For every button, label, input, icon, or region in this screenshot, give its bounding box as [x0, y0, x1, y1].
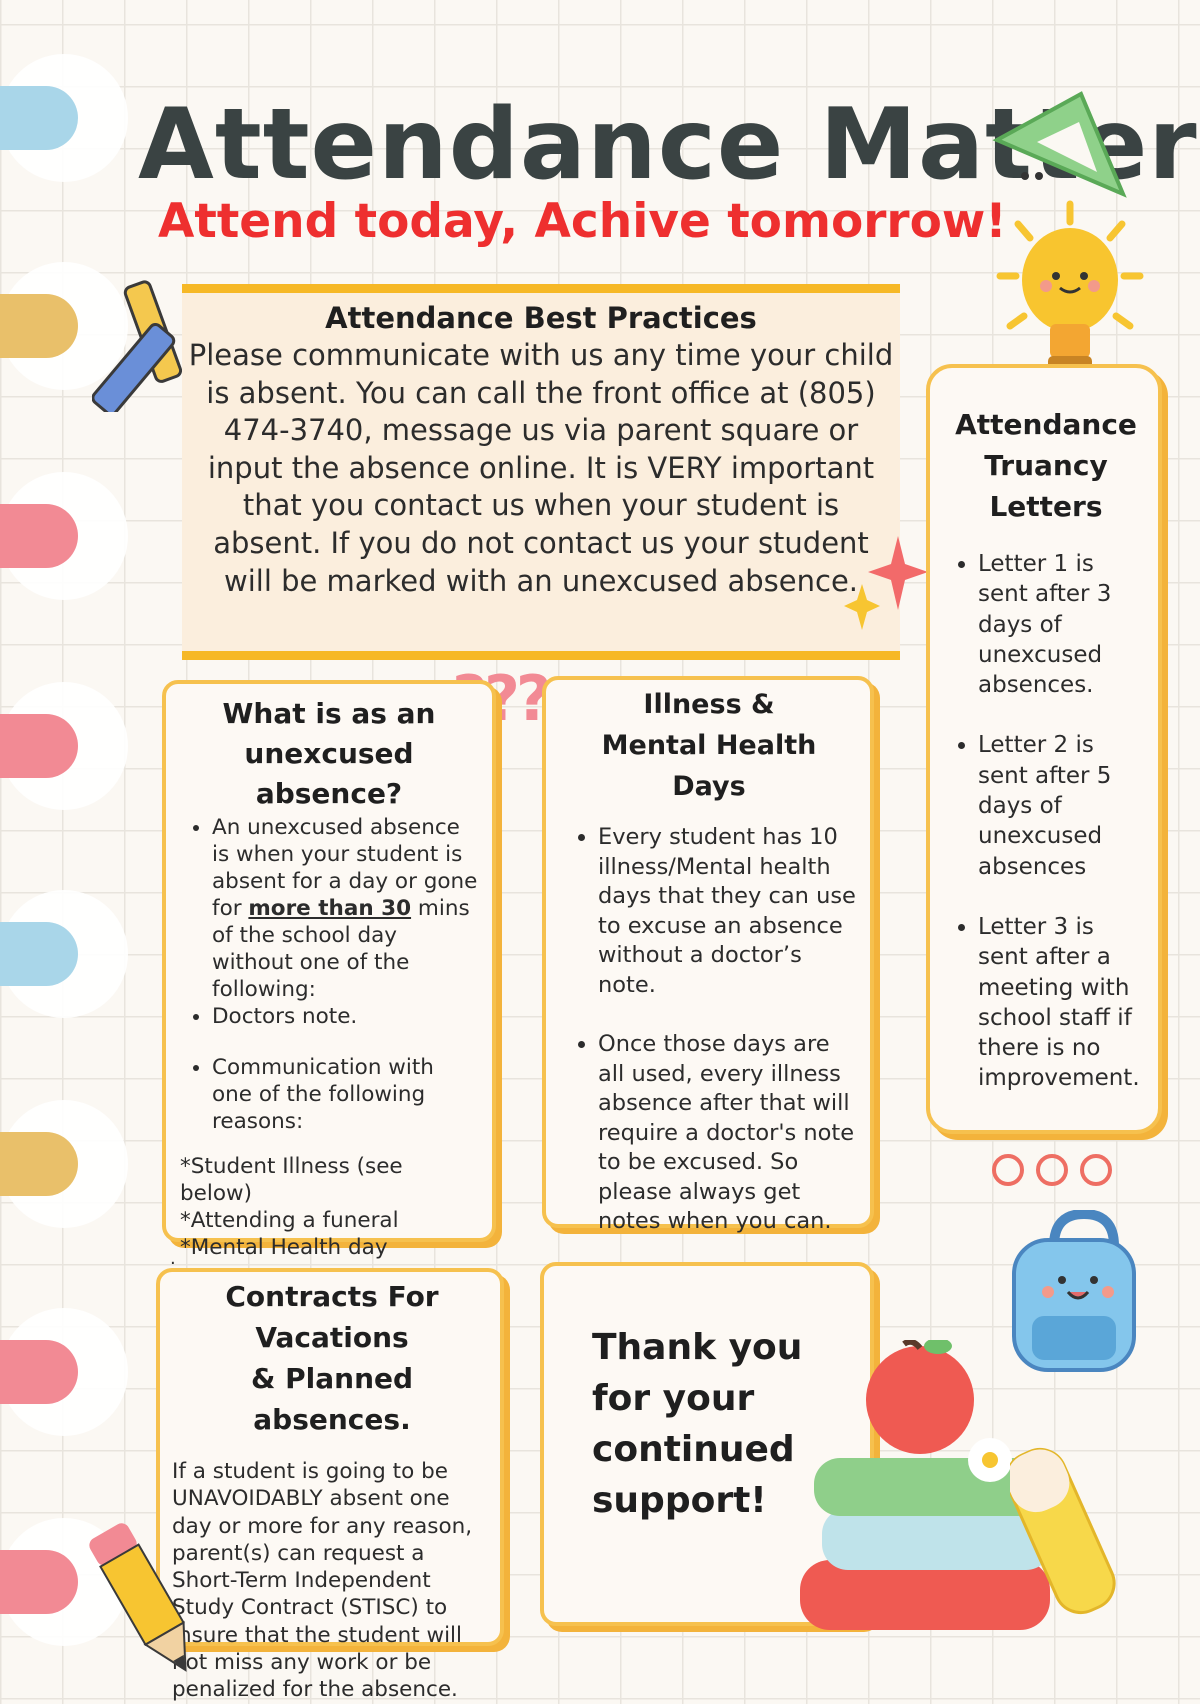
unexcused-item-1-text-end: mins of the school day without one of th… — [212, 896, 470, 1002]
page-subtitle: Attend today, Achive tomorrow! — [158, 194, 1007, 249]
ruler-icon — [992, 91, 1127, 198]
illness-card: Illness & Mental Health Days Every stude… — [542, 676, 874, 1234]
books-apple-icon — [800, 1340, 1052, 1630]
contracts-heading-line2: & Planned absences. — [250, 1362, 414, 1436]
page-title: Attendance Matters — [138, 88, 1200, 202]
unexcused-item-1-text: An unexcused absence is when your studen… — [212, 815, 478, 921]
unexcused-item-2: Doctors note. — [212, 1003, 478, 1030]
binder-tab-pink — [0, 714, 78, 778]
binder-tab-pink — [0, 504, 78, 568]
binder-tab-gold — [0, 294, 78, 358]
best-practices-card: Attendance Best Practices Please communi… — [182, 284, 900, 660]
binder-tab-blue — [0, 922, 78, 986]
binder-tab-blue — [0, 86, 78, 150]
contracts-body: If a student is going to be UNAVOIDABLY … — [172, 1459, 473, 1703]
stray-period: . — [170, 1248, 176, 1269]
binder-tab-pink — [0, 1340, 78, 1404]
binder-tab-gold — [0, 1132, 78, 1196]
best-practices-body: Please communicate with us any time your… — [188, 338, 894, 598]
lightbulb-icon — [996, 200, 1144, 370]
binder-tab-pink — [0, 1550, 78, 1614]
unexcused-item-1: An unexcused absence is when your studen… — [212, 814, 478, 1003]
truancy-heading-line3: Letters — [989, 490, 1103, 523]
sparkle-icon — [844, 536, 928, 630]
contracts-heading-line1: Contracts For Vacations — [225, 1280, 439, 1354]
truancy-heading-line1: Attendance — [955, 408, 1137, 441]
contracts-card: Contracts For Vacations & Planned absenc… — [156, 1268, 504, 1702]
illness-item-1: Every student has 10 illness/Mental heal… — [598, 823, 856, 1000]
truancy-letter-3: Letter 3 is sent after a meeting with sc… — [978, 912, 1148, 1094]
thanks-line: continued — [592, 1429, 795, 1470]
reason-item: *Mental Health day — [180, 1235, 388, 1260]
reason-item: *Student Illness (see below) — [180, 1154, 403, 1206]
unexcused-item-3: Communication with one of the following … — [212, 1054, 478, 1135]
illness-item-2: Once those days are all used, every illn… — [598, 1030, 856, 1237]
decor-circles — [992, 1154, 1124, 1190]
best-practices-heading: Attendance Best Practices — [325, 301, 757, 335]
eraser-icon — [1010, 1448, 1116, 1615]
truancy-letters-card: Attendance Truancy Letters Letter 1 is s… — [926, 364, 1162, 1134]
unexcused-absence-card: What is as an unexcused absence? An unex… — [162, 680, 496, 1260]
circle-icon — [992, 1154, 1024, 1186]
truancy-letter-2: Letter 2 is sent after 5 days of unexcus… — [978, 730, 1148, 881]
circle-icon — [1080, 1154, 1112, 1186]
unexcused-reasons: *Student Illness (see below) *Attending … — [180, 1153, 478, 1261]
thanks-line: support! — [592, 1480, 767, 1521]
illness-heading-line1: Illness & — [643, 689, 775, 720]
unexcused-heading-line1: What is as an — [222, 697, 436, 730]
unexcused-list: An unexcused absence is when your studen… — [180, 814, 478, 1135]
unexcused-item-1-emphasis: more than 30 — [248, 896, 412, 921]
unexcused-heading-line2: unexcused absence? — [244, 737, 414, 810]
pencil-icon — [89, 1523, 187, 1672]
thanks-line: Thank you — [592, 1327, 803, 1368]
backpack-icon — [1012, 1210, 1136, 1372]
truancy-letter-1: Letter 1 is sent after 3 days of unexcus… — [978, 549, 1148, 700]
illness-list: Every student has 10 illness/Mental heal… — [562, 823, 856, 1237]
thanks-line: for your — [592, 1378, 755, 1419]
truancy-heading-line2: Truancy — [984, 449, 1108, 482]
illness-heading-line2: Mental Health Days — [601, 730, 817, 802]
truancy-list: Letter 1 is sent after 3 days of unexcus… — [944, 549, 1148, 1094]
reason-item: *Attending a funeral — [180, 1208, 399, 1233]
circle-icon — [1036, 1154, 1068, 1186]
